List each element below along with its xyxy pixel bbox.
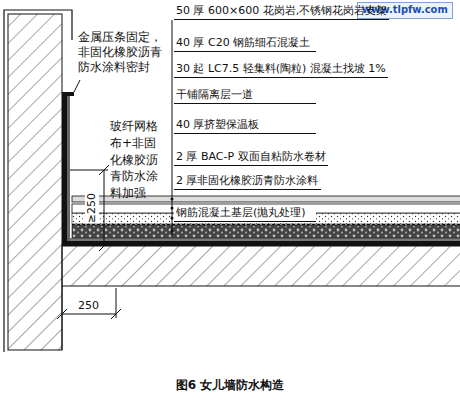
height-dimension	[104, 170, 105, 246]
insulation-layer	[72, 225, 460, 238]
dimension-text: ≥250	[85, 193, 99, 223]
coating-layer	[62, 241, 460, 246]
parapet-wall	[8, 14, 62, 350]
upturn-coating	[62, 96, 67, 246]
concrete-slab	[62, 246, 460, 286]
layer-label: 干铺隔离层一道	[174, 88, 316, 104]
cap-flashing	[4, 10, 72, 352]
layer-label: 50 厚 600×600 花岗岩,不锈钢花岗岩支架	[174, 4, 389, 20]
metal-strip	[62, 92, 74, 96]
figure-caption: 图6 女儿墙防水构造	[176, 378, 285, 394]
membrane-layer	[70, 238, 460, 241]
callout-note: 金属压条固定，非固化橡胶沥青防水涂料密封	[78, 30, 164, 75]
layer-label: 2 厚 BAC-P 双面自粘防水卷材	[174, 150, 328, 166]
dimension-text: 250	[78, 299, 99, 313]
strip-leader	[74, 80, 80, 92]
layer-label: 2 厚非固化橡胶沥青防水涂料	[174, 174, 321, 190]
width-dimension	[62, 314, 116, 315]
upturn-membrane	[67, 96, 70, 246]
layer-label: 40 厚挤塑保温板	[174, 118, 316, 134]
callout-note: 玻纤网格布+非固化橡胶沥青防水涂料加强	[110, 118, 164, 202]
layer-leader	[172, 20, 173, 236]
layer-label: 钢筋混凝土基层(抛丸处理)	[174, 206, 316, 222]
layer-label: 30 起 LC7.5 轻集料(陶粒) 混凝土找坡 1%	[174, 62, 388, 78]
beam-face	[62, 286, 63, 350]
layer-label: 40 厚 C20 钢筋细石混凝土	[174, 36, 316, 52]
